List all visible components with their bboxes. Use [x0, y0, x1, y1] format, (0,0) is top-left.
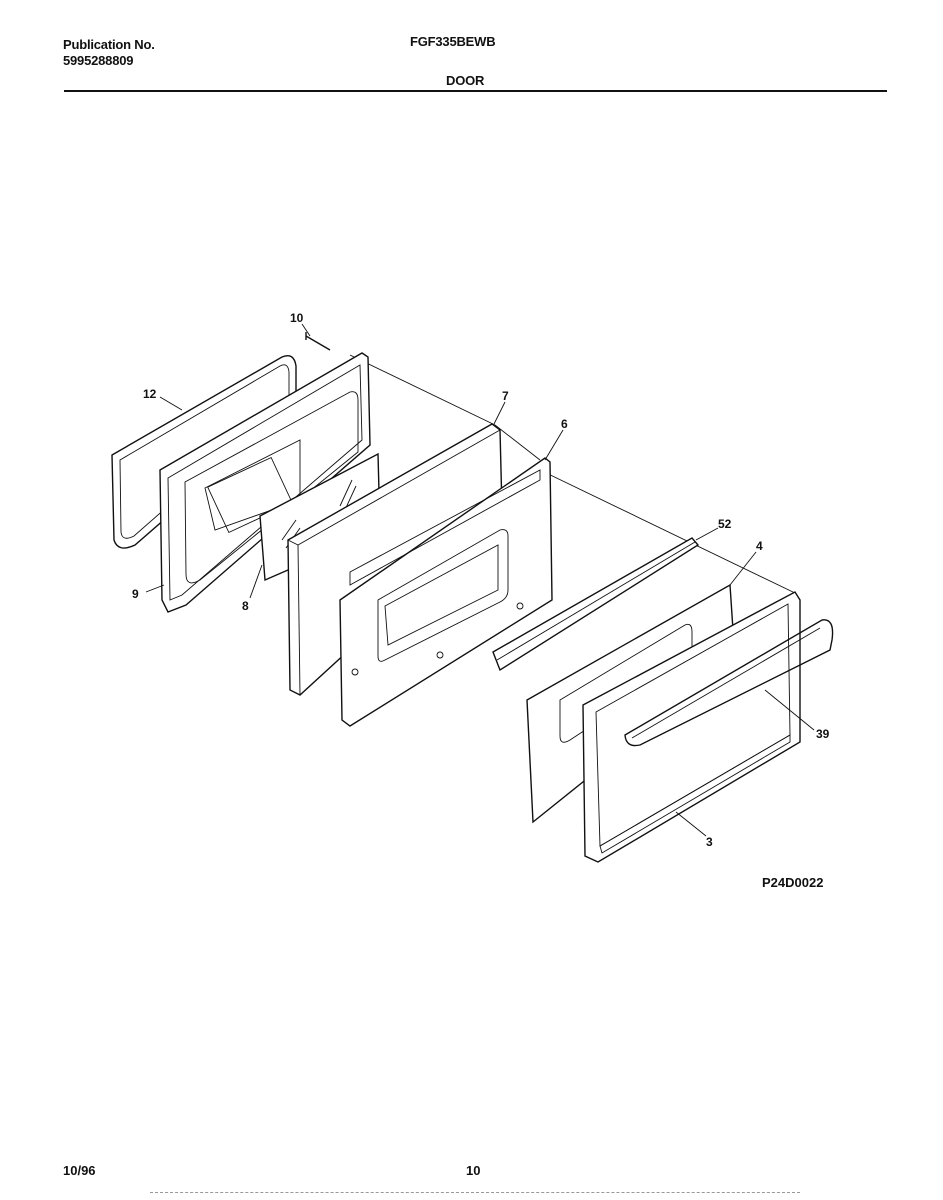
callout-8: 8 — [242, 599, 249, 613]
footer-date: 10/96 — [63, 1163, 96, 1178]
callout-10: 10 — [290, 311, 304, 325]
publication-number: 5995288809 — [63, 53, 134, 68]
alignment-lines — [349, 354, 796, 594]
part-3-bottom-trim — [599, 734, 791, 854]
header-rule — [64, 90, 887, 92]
model-number: FGF335BEWB — [410, 34, 496, 49]
page-number: 10 — [466, 1163, 481, 1178]
callout-12: 12 — [143, 387, 157, 401]
part-10-screw — [305, 332, 331, 351]
diagram-code: P24D0022 — [762, 875, 824, 890]
callout-7: 7 — [502, 389, 509, 403]
part-6-door-panel — [339, 457, 553, 727]
leader-lines — [145, 323, 815, 837]
callout-4: 4 — [756, 539, 763, 553]
publication-label: Publication No. — [63, 37, 155, 52]
footer-rule — [150, 1192, 800, 1194]
callout-52: 52 — [718, 517, 732, 531]
door-handle — [624, 619, 834, 747]
callout-39: 39 — [816, 727, 830, 741]
section-title: DOOR — [446, 73, 485, 88]
part-52-trim — [492, 537, 700, 672]
callout-3: 3 — [706, 835, 713, 849]
callout-9: 9 — [132, 587, 139, 601]
callout-6: 6 — [561, 417, 568, 431]
